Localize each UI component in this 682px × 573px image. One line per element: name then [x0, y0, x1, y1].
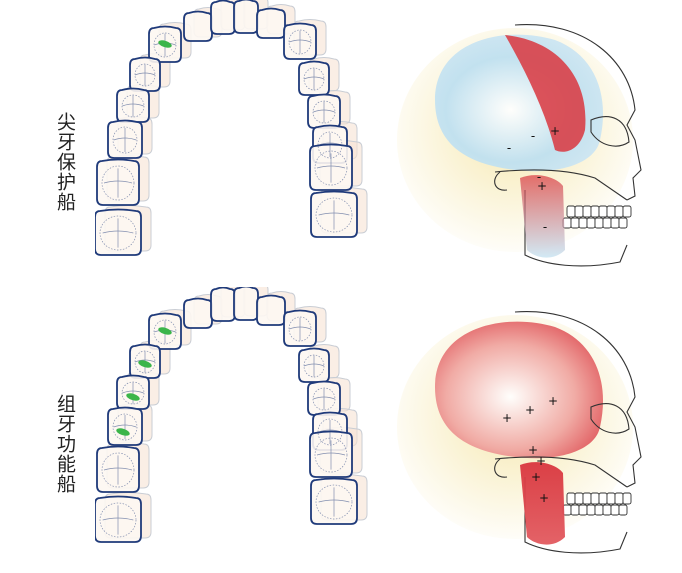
tooth	[183, 297, 213, 329]
occlusal-fissure	[99, 215, 137, 251]
panel-label: 尖牙保护船	[54, 112, 76, 212]
activity-plus-sign: +	[537, 179, 547, 193]
activity-plus-sign: +	[536, 454, 546, 468]
occlusal-fissure	[99, 502, 137, 538]
occlusal-fissure	[317, 418, 343, 446]
guidance-contact-mark	[158, 327, 172, 335]
activity-minus-sign: -	[537, 170, 541, 184]
skull-teeth	[562, 492, 632, 516]
activity-plus-sign: +	[550, 124, 560, 138]
activity-plus-sign: +	[548, 394, 558, 408]
dental-arch	[95, 0, 368, 256]
occlusal-fissure	[288, 316, 312, 342]
occlusal-fissure	[315, 484, 353, 520]
occlusal-fissure	[314, 437, 348, 473]
occlusal-fissure	[288, 29, 312, 55]
tooth	[256, 294, 286, 326]
guidance-contact-mark	[126, 393, 140, 401]
occlusal-fissure	[317, 131, 343, 159]
activity-minus-sign: -	[543, 220, 547, 234]
skull-muscles: +++++++	[397, 311, 642, 554]
occlusal-fissure	[121, 94, 145, 118]
guidance-contact-mark	[158, 40, 172, 48]
occlusal-fissure	[314, 150, 348, 186]
activity-plus-sign: +	[525, 403, 535, 417]
occlusal-fissure	[312, 100, 336, 124]
masseter-muscle	[520, 175, 565, 258]
activity-plus-sign: +	[539, 491, 549, 505]
temporalis-muscle	[435, 321, 603, 459]
occlusal-fissure	[112, 126, 138, 154]
masseter-muscle	[520, 462, 565, 545]
tooth	[256, 7, 286, 39]
activity-minus-sign: -	[507, 141, 511, 155]
tooth	[210, 0, 236, 35]
tooth	[233, 0, 259, 34]
tooth	[233, 287, 259, 321]
occlusal-fissure	[315, 197, 353, 233]
dental-arch	[95, 287, 368, 543]
occlusal-fissure	[101, 452, 135, 488]
tooth	[183, 10, 213, 42]
panel-label: 组牙功能船	[54, 394, 76, 494]
activity-plus-sign: +	[528, 443, 538, 457]
occlusal-fissure	[101, 165, 135, 201]
tooth	[210, 287, 236, 322]
occlusal-fissure	[312, 387, 336, 411]
occlusal-fissure	[303, 67, 325, 91]
skull-teeth	[562, 205, 632, 229]
skull-muscles: +---+-	[397, 24, 642, 267]
guidance-contact-mark	[138, 360, 152, 368]
canine-guidance-panel: 尖牙保护船 +---+-	[0, 0, 682, 286]
group-function-panel: 组牙功能船 +++++++	[0, 287, 682, 573]
occlusal-fissure	[303, 354, 325, 378]
skull-outline	[494, 311, 642, 554]
activity-plus-sign: +	[531, 470, 541, 484]
occlusal-fissure	[134, 63, 156, 87]
activity-plus-sign: +	[502, 411, 512, 425]
guidance-contact-mark	[116, 428, 130, 436]
temporalis-anterior-fibers	[505, 35, 586, 152]
activity-minus-sign: -	[531, 129, 535, 143]
skull-outline	[494, 24, 642, 267]
